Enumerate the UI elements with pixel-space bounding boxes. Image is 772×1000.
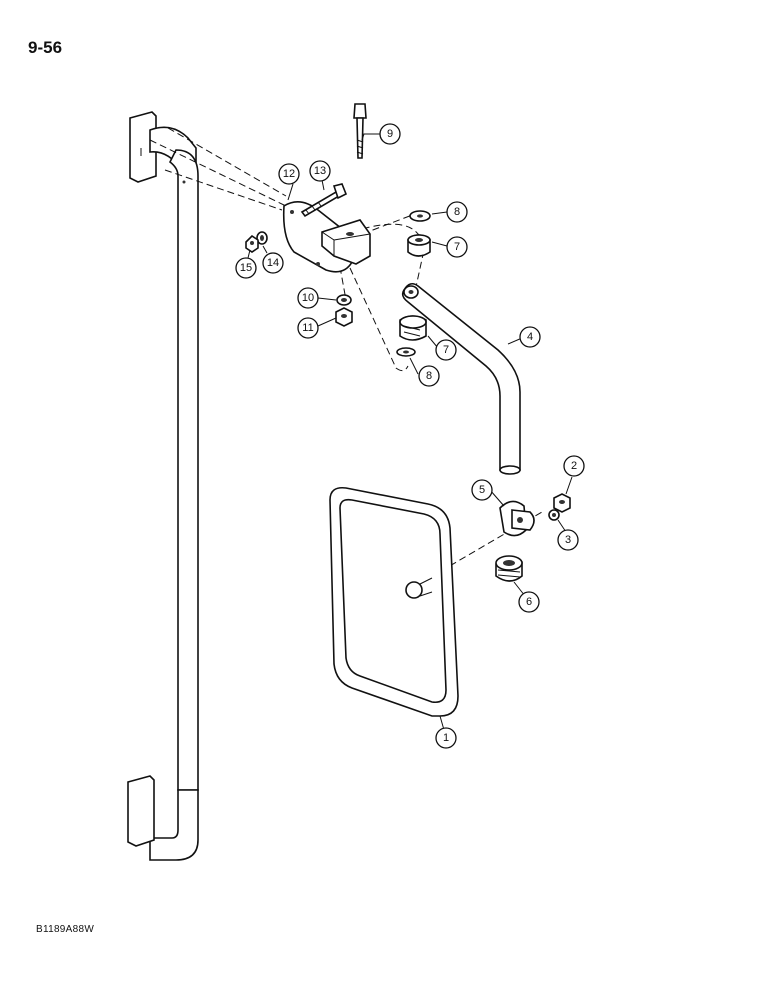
bracket-part-12 (282, 201, 371, 273)
svg-text:4: 4 (527, 331, 533, 343)
bushing-washer-lower (396, 315, 427, 357)
svg-text:11: 11 (302, 322, 313, 334)
bolt-part-13 (300, 183, 348, 218)
svg-text:14: 14 (267, 257, 279, 269)
nut-washer-2-3 (548, 493, 571, 521)
callout-15: 15 (235, 257, 257, 279)
bolt-part-9 (353, 103, 367, 159)
callout-2: 2 (563, 455, 585, 477)
svg-text:8: 8 (426, 370, 432, 382)
callout-14: 14 (262, 252, 284, 274)
mirror-arm-part-4 (401, 282, 521, 475)
svg-text:3: 3 (565, 534, 571, 546)
svg-text:10: 10 (302, 292, 314, 304)
callout-6: 6 (518, 591, 540, 613)
svg-text:13: 13 (314, 165, 326, 177)
clamp-part-5 (499, 500, 535, 537)
page-number: 9-56 (28, 38, 63, 57)
callout-10: 10 (297, 287, 319, 309)
callout-12: 12 (278, 163, 300, 185)
svg-text:15: 15 (240, 262, 252, 274)
callout-7-upper: 7 (446, 236, 468, 258)
svg-text:7: 7 (443, 344, 449, 356)
callout-8-lower: 8 (418, 365, 440, 387)
callout-1: 1 (435, 727, 457, 749)
callout-3: 3 (557, 529, 579, 551)
svg-text:2: 2 (571, 460, 577, 472)
svg-text:12: 12 (283, 168, 295, 180)
grommet-part-6 (495, 555, 523, 582)
callout-5: 5 (471, 479, 493, 501)
callout-13: 13 (309, 160, 331, 182)
nut-washer-14-15 (245, 231, 268, 253)
mirror-part-1 (329, 486, 459, 717)
callout-4: 4 (519, 326, 541, 348)
callout-7-lower: 7 (435, 339, 457, 361)
svg-text:7: 7 (454, 241, 460, 253)
svg-text:9: 9 (387, 128, 393, 140)
callout-11: 11 (297, 317, 319, 339)
svg-text:5: 5 (479, 484, 485, 496)
callout-8-upper: 8 (446, 201, 468, 223)
svg-text:6: 6 (526, 596, 532, 608)
washer-nut-10-11 (335, 294, 353, 327)
grab-handle (127, 111, 199, 861)
callout-9: 9 (379, 123, 401, 145)
figure-code: B1189A88W (36, 924, 95, 935)
svg-text:1: 1 (443, 732, 449, 744)
washer-bushing-upper (407, 210, 431, 257)
svg-text:8: 8 (454, 206, 460, 218)
